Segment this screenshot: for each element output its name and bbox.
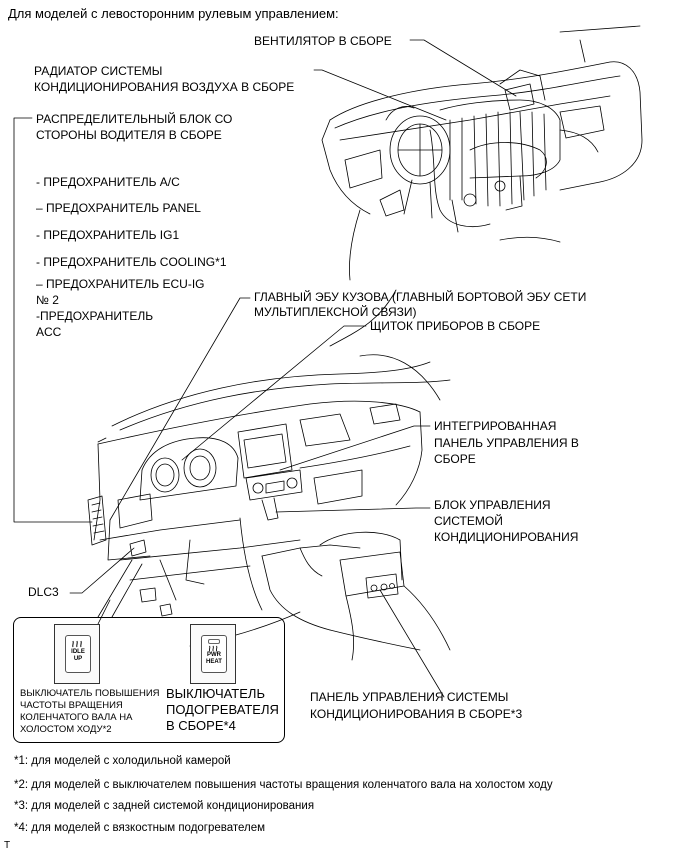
heater-coil-icon: [208, 645, 218, 652]
heater-switch-text1: PWR: [207, 652, 221, 658]
label-fuse-acc-line2: ACC: [36, 325, 62, 339]
idle-up-switch: IDLE UP: [54, 624, 100, 684]
label-rear-panel-line1: ПАНЕЛЬ УПРАВЛЕНИЯ СИСТЕМЫ: [310, 690, 509, 704]
footnote-1: *1: для моделей с холодильной камерой: [14, 755, 231, 767]
label-ac-amp-line1: БЛОК УПРАВЛЕНИЯ: [434, 498, 551, 512]
heater-coil-icon: [72, 640, 82, 648]
label-fuse-ecuig-line1: – ПРЕДОХРАНИТЕЛЬ ECU-IG: [36, 277, 205, 291]
idle-label-line1: ВЫКЛЮЧАТЕЛЬ ПОВЫШЕНИЯ: [20, 688, 160, 699]
label-fuse-ig1: - ПРЕДОХРАНИТЕЛЬ IG1: [36, 228, 180, 242]
label-fuse-ac: - ПРЕДОХРАНИТЕЛЬ A/C: [36, 175, 180, 189]
label-fuse-cooling: - ПРЕДОХРАНИТЕЛЬ COOLING*1: [36, 255, 227, 269]
heater-switch-text2: HEAT: [206, 659, 222, 665]
label-fuse-panel: – ПРЕДОХРАНИТЕЛЬ PANEL: [36, 201, 201, 215]
label-radiator-line2: КОНДИЦИОНИРОВАНИЯ ВОЗДУХА В СБОРЕ: [34, 80, 295, 94]
idle-switch-text2: UP: [73, 656, 83, 662]
heater-label-line1: ВЫКЛЮЧАТЕЛЬ: [166, 686, 265, 701]
leader-lines: [13, 39, 517, 698]
corner-mark: T: [4, 840, 11, 851]
switch-inset-box: IDLE UP PWR HEAT ВЫКЛЮЧАТЕЛЬ ПОВЫШЕНИЯ Ч…: [13, 617, 285, 743]
footnote-2: *2: для моделей с выключателем повышения…: [14, 779, 553, 791]
label-junction-line2: СТОРОНЫ ВОДИТЕЛЯ В СБОРЕ: [36, 128, 222, 142]
label-main-ecu-line2: МУЛЬТИПЛЕКСНОЙ СВЯЗИ): [254, 305, 417, 319]
label-integrated-line2: ПАНЕЛЬ УПРАВЛЕНИЯ В: [434, 436, 579, 450]
label-main-ecu-line1: ГЛАВНЫЙ ЭБУ КУЗОВА (ГЛАВНЫЙ БОРТОВОЙ ЭБУ…: [254, 290, 587, 304]
label-integrated-line1: ИНТЕГРИРОВАННАЯ: [434, 419, 557, 433]
idle-label-line2: ЧАСТОТЫ ВРАЩЕНИЯ: [20, 700, 123, 711]
label-fuse-acc-line1: -ПРЕДОХРАНИТЕЛЬ: [36, 309, 154, 323]
page-title: Для моделей с левосторонним рулевым упра…: [8, 6, 339, 21]
label-junction-line1: РАСПРЕДЕЛИТЕЛЬНЫЙ БЛОК СО: [36, 112, 233, 126]
label-fan: ВЕНТИЛЯТОР В СБОРЕ: [254, 34, 392, 48]
footnote-4: *4: для моделей с вязкостным подогревате…: [14, 822, 266, 834]
idle-switch-text1: IDLE: [71, 649, 85, 655]
upper-dashboard-illustration: [321, 25, 643, 281]
idle-label-line4: ХОЛОСТОМ ХОДУ*2: [20, 724, 112, 735]
label-dlc3: DLC3: [28, 585, 59, 599]
footnote-3: *3: для моделей с задней системой кондиц…: [14, 800, 315, 812]
label-ac-amp-line3: КОНДИЦИОНИРОВАНИЯ: [434, 530, 579, 544]
label-ac-amp-line2: СИСТЕМОЙ: [434, 514, 503, 528]
heater-label-line2: ПОДОГРЕВАТЕЛЯ: [166, 702, 279, 717]
indicator-light: [208, 639, 220, 644]
label-integrated-line3: СБОРЕ: [434, 452, 476, 466]
label-rear-panel-line2: КОНДИЦИОНИРОВАНИЯ В СБОРЕ*3: [310, 707, 523, 721]
label-instrument-panel: ЩИТОК ПРИБОРОВ В СБОРЕ: [370, 319, 541, 333]
label-radiator-line1: РАДИАТОР СИСТЕМЫ: [34, 64, 163, 78]
idle-label-line3: КОЛЕНЧАТОГО ВАЛА НА: [20, 712, 133, 723]
label-fuse-ecuig-line2: № 2: [36, 293, 59, 307]
main-dashboard-illustration: [87, 289, 451, 661]
power-heater-switch: PWR HEAT: [190, 624, 236, 684]
heater-label-line3: В СБОРЕ*4: [166, 718, 236, 733]
